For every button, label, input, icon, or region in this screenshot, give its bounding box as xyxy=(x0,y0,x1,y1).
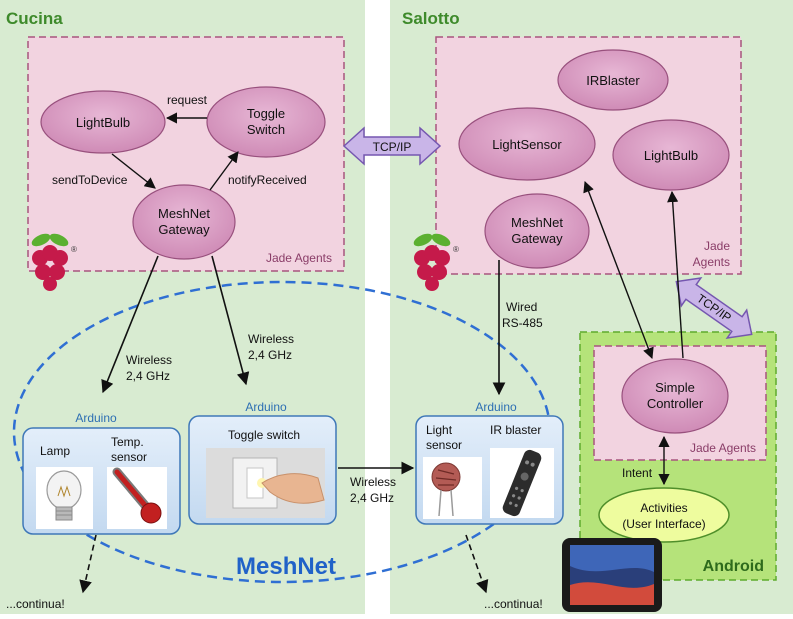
wireless-label-1-line1: Wireless xyxy=(126,353,172,367)
intent-label: Intent xyxy=(622,466,653,480)
continua-label-left: ...continua! xyxy=(6,597,65,611)
wired-label-line1: Wired xyxy=(506,300,537,314)
cucina-toggle-agent xyxy=(206,86,326,158)
wireless-label-2-line2: 2,4 GHz xyxy=(248,348,292,362)
continua-arrow-right xyxy=(465,534,489,594)
android-jade-agents-label: Jade Agents xyxy=(690,441,756,455)
android-title: Android xyxy=(703,558,764,575)
salotto-lightbulb-agent xyxy=(612,119,730,191)
activities-label-2: (User Interface) xyxy=(622,517,705,531)
device-temp-label-2: sensor xyxy=(111,450,147,464)
salotto-gateway-label-1: MeshNet xyxy=(511,215,563,230)
edge-notify-label: notifyReceived xyxy=(228,173,307,187)
salotto-irblaster-label: IRBlaster xyxy=(586,73,640,88)
android-controller-label-1: Simple xyxy=(655,380,695,395)
ir-remote-photo xyxy=(490,448,554,518)
raspberry-pi-icon: ® xyxy=(413,233,459,291)
light-bulb-photo xyxy=(36,467,93,529)
edge-notify-received xyxy=(209,151,239,191)
salotto-gateway-label-2: Gateway xyxy=(511,231,563,246)
device-toggle-label: Toggle switch xyxy=(228,428,300,442)
wireless-label-1-line2: 2,4 GHz xyxy=(126,369,170,383)
tcpip-label-rooms: TCP/IP xyxy=(373,140,412,154)
salotto-jade-label-line1: Jade xyxy=(704,239,730,253)
edge-request-label: request xyxy=(167,93,208,107)
salotto-lightsensor-label: LightSensor xyxy=(492,137,562,152)
tcpip-arrow-shape xyxy=(675,277,753,339)
cucina-gateway-agent xyxy=(132,184,236,260)
salotto-jade-label-line2: Agents xyxy=(693,255,730,269)
light-sensor-photo xyxy=(423,457,482,519)
device-lightsensor-label-1: Light xyxy=(426,423,453,437)
svg-text:®: ® xyxy=(71,245,77,254)
device-lightsensor-label-2: sensor xyxy=(426,438,462,452)
activities-ui-node xyxy=(598,487,730,543)
cucina-jade-agents-label: Jade Agents xyxy=(266,251,332,265)
android-controller-label-2: Controller xyxy=(647,396,704,411)
edge-send-to-device xyxy=(111,153,156,189)
arduino-label-1: Arduino xyxy=(75,411,117,425)
cucina-lightbulb-agent xyxy=(40,90,166,154)
wireless-label-2-line1: Wireless xyxy=(248,332,294,346)
svg-text:®: ® xyxy=(453,245,459,254)
device-temp-label-1: Temp. xyxy=(111,435,144,449)
tcpip-link-rooms xyxy=(342,126,442,166)
arduino-label-2: Arduino xyxy=(245,400,287,414)
device-irblaster-label: IR blaster xyxy=(490,423,541,437)
raspberry-pi-icon: ® xyxy=(31,233,77,291)
cucina-gateway-label-1: MeshNet xyxy=(158,206,210,221)
device-lamp-label: Lamp xyxy=(40,444,70,458)
cucina-gateway-label-2: Gateway xyxy=(158,222,210,237)
salotto-lightsensor-agent xyxy=(458,107,596,181)
arduino-label-3: Arduino xyxy=(475,400,517,414)
meshnet-label: MeshNet xyxy=(236,553,336,580)
cucina-toggle-label-2: Switch xyxy=(247,122,285,137)
wireless-link-lamp xyxy=(101,255,159,394)
wall-switch-photo xyxy=(206,448,325,518)
wireless-link-toggle xyxy=(211,255,250,386)
thermometer-photo xyxy=(107,467,167,529)
wireless-label-3-line2: 2,4 GHz xyxy=(350,491,394,505)
wireless-label-3-line1: Wireless xyxy=(350,475,396,489)
wired-label-line2: RS-485 xyxy=(502,316,543,330)
activities-label-1: Activities xyxy=(640,501,687,515)
salotto-irblaster-agent xyxy=(557,49,669,111)
cucina-toggle-label-1: Toggle xyxy=(247,106,285,121)
cucina-lightbulb-label: LightBulb xyxy=(76,115,130,130)
android-controller-agent xyxy=(621,358,729,434)
link-controller-lightbulb xyxy=(667,190,684,359)
android-tablet-icon xyxy=(562,538,662,612)
salotto-lightbulb-label: LightBulb xyxy=(644,148,698,163)
room-cucina-title: Cucina xyxy=(6,9,63,28)
link-controller-lightsensor xyxy=(583,180,654,360)
edge-send-label: sendToDevice xyxy=(52,173,128,187)
continua-label-right: ...continua! xyxy=(484,597,543,611)
room-salotto-title: Salotto xyxy=(402,9,460,28)
